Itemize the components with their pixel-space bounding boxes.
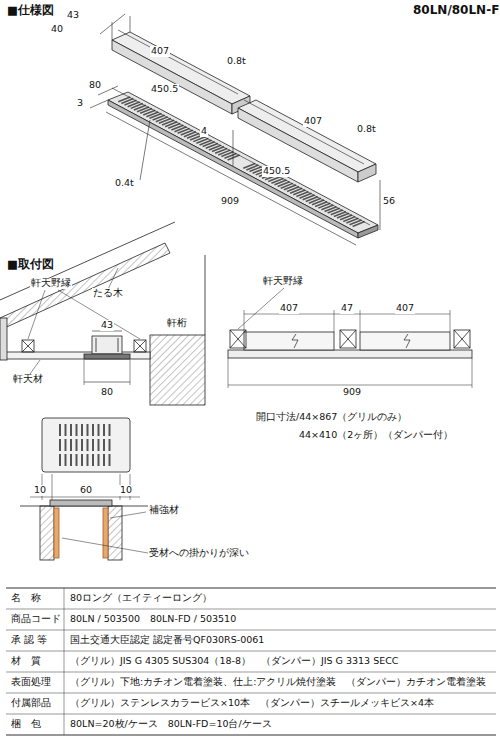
dimension-label: 450.5: [150, 84, 179, 95]
stroke: [76, 454, 78, 466]
part-label: 軒天野縁: [30, 278, 72, 289]
stroke: [6, 609, 496, 610]
detail: [20, 418, 150, 560]
dimension-label: 0.8t: [226, 56, 247, 67]
stroke: [81, 454, 83, 466]
part-label: たる木: [92, 288, 124, 299]
stroke: [59, 439, 61, 451]
part-label: 軒桁: [166, 318, 188, 329]
table-value: （グリル）JIS G 4305 SUS304（18-8） （ダンパー）JIS G…: [69, 656, 399, 667]
stroke: [98, 424, 100, 436]
section-heading: ■仕様図: [6, 4, 55, 17]
stroke: [6, 588, 496, 589]
stroke: [65, 439, 67, 451]
table-value: 国土交通大臣認定 認定番号QF030RS-0061: [69, 635, 265, 646]
table-key: 付属部品: [10, 698, 52, 709]
stroke: [98, 454, 100, 466]
dimension-label: 0.4t: [114, 178, 135, 189]
dimension-label: 407: [150, 46, 170, 57]
dimension-label: 3: [76, 98, 84, 109]
table-key: 名 称: [10, 593, 42, 604]
dimension-lines: [90, 14, 380, 245]
table-value: 80LN / 503500 80LN-FD / 503510: [69, 614, 237, 625]
dimension-label: 4: [200, 126, 208, 137]
dimension-label: 450.5: [262, 166, 291, 177]
part-label: 補強材: [148, 505, 180, 516]
table-key: 商品コード: [10, 614, 62, 625]
stroke: [92, 454, 94, 466]
stroke: [6, 630, 496, 631]
stroke: [109, 454, 111, 466]
dimension-label: 0.8t: [356, 124, 377, 135]
section-heading: ■取付図: [6, 258, 55, 271]
stroke: [81, 439, 83, 451]
stroke: [6, 672, 496, 673]
spec-table: [6, 588, 496, 735]
dimension-label: 80: [88, 80, 102, 91]
part-label: 軒天材: [12, 374, 44, 385]
part-label: 開口寸法/44×867（グリルのみ）: [255, 412, 408, 423]
stroke: [65, 454, 67, 466]
stroke: [353, 222, 365, 227]
stroke: [6, 714, 496, 715]
part-label: 受材への掛かりが深い: [148, 548, 250, 559]
dimension-label: 407: [395, 303, 415, 314]
stroke: [6, 651, 496, 652]
dimension-label: 56: [382, 196, 396, 207]
stroke: [70, 424, 72, 436]
part-label: 軒天野縁: [262, 276, 304, 287]
table-key: 表面処理: [10, 677, 52, 688]
dimension-label: 43: [100, 320, 114, 331]
table-value: 80LN=20枚/ケース 80LN-FD=10台/ケース: [69, 719, 273, 730]
stroke: [92, 424, 94, 436]
stroke: [59, 454, 61, 466]
stroke: [6, 735, 496, 736]
table-key: 承 認 等: [10, 635, 48, 646]
dimension-label: 909: [220, 196, 240, 207]
table-key: 材 質: [10, 656, 42, 667]
stroke: [76, 424, 78, 436]
stroke: [64, 588, 65, 735]
stroke: [98, 439, 100, 451]
stroke: [87, 439, 89, 451]
dimension-label: 10: [33, 485, 47, 496]
table-key: 梱 包: [10, 719, 42, 730]
eave-section: [0, 222, 205, 405]
stroke: [65, 424, 67, 436]
stroke: [87, 454, 89, 466]
stroke: [92, 439, 94, 451]
dimension-label: 407: [303, 116, 323, 127]
stroke: [109, 439, 111, 451]
stroke: [59, 424, 61, 436]
dimension-label: 43: [66, 10, 80, 21]
model-title: 80LN/80LN-FD: [412, 4, 500, 18]
dimension-label: 407: [279, 303, 299, 314]
stroke: [81, 424, 83, 436]
dimension-label: 80: [100, 387, 114, 398]
grille: [108, 92, 378, 238]
stroke: [87, 424, 89, 436]
table-value: （グリル）ステンレスカラービス×10本 （ダンパー）スチールメッキビス×4本: [69, 698, 435, 709]
stroke: [76, 439, 78, 451]
stroke: [103, 424, 105, 436]
dimension-label: 47: [340, 303, 354, 314]
dimension-label: 60: [79, 485, 93, 496]
stroke: [109, 424, 111, 436]
grille-elevation: [228, 288, 472, 388]
stroke: [6, 693, 496, 694]
dimension-label: 10: [119, 485, 133, 496]
stroke: [228, 155, 240, 160]
stroke: [70, 439, 72, 451]
dimension-label: 40: [50, 24, 64, 35]
part-label: 44×410（2ヶ所）（ダンパー付）: [298, 430, 454, 441]
stroke: [103, 454, 105, 466]
table-value: 80ロング（エイティーロング）: [69, 593, 213, 604]
dimension-label: 909: [342, 387, 362, 398]
table-value: （グリル）下地:カチオン電着塗装、仕上:アクリル焼付塗装 （ダンパー）カチオン電…: [69, 677, 487, 688]
stroke: [103, 439, 105, 451]
stroke: [70, 454, 72, 466]
